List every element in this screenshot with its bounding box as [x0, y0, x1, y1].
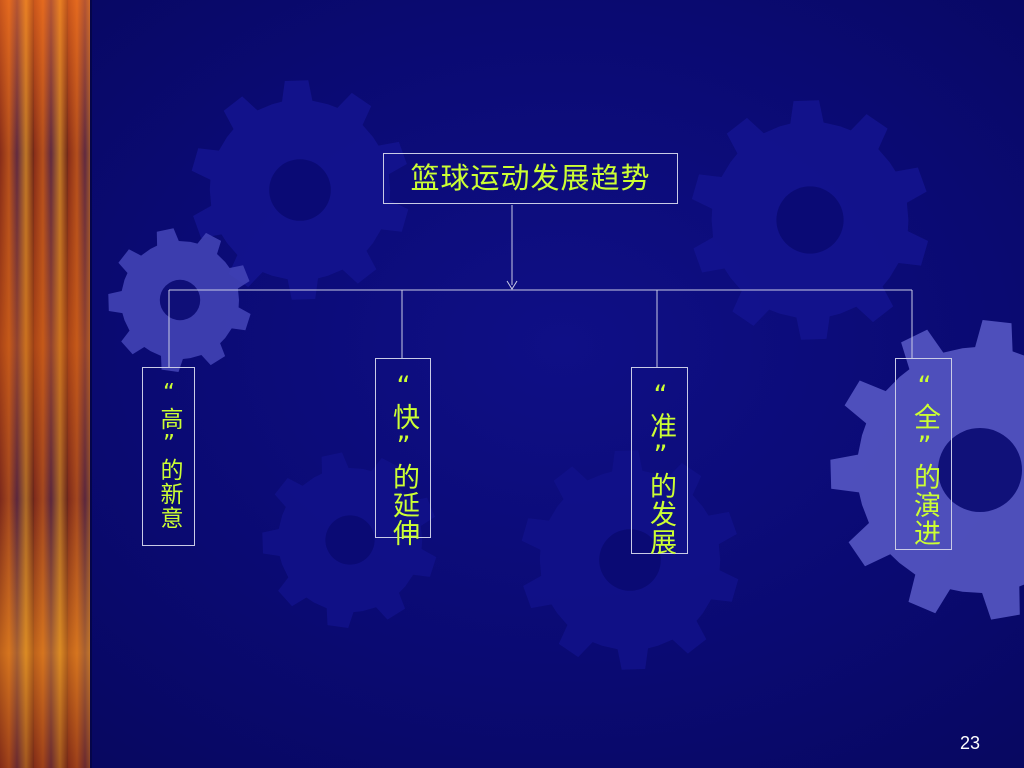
arrowhead	[506, 280, 518, 290]
child-node-gao: “高”的新意	[142, 367, 195, 546]
child-node-quan: “全”的演进	[895, 358, 952, 550]
strip-divider	[90, 0, 92, 768]
gear-icon	[191, 80, 409, 300]
child-node-kuai: “快”的延伸	[375, 358, 431, 547]
gear-icon	[262, 452, 437, 628]
page-number: 23	[959, 733, 980, 753]
gear-icon	[521, 450, 739, 670]
child-node-zhun: “准”的发展	[631, 367, 688, 556]
root-node: 篮球运动发展趋势	[383, 153, 678, 204]
gear-icon	[691, 100, 929, 340]
decorative-image-strip	[0, 0, 92, 768]
gear-icon	[830, 320, 1024, 620]
